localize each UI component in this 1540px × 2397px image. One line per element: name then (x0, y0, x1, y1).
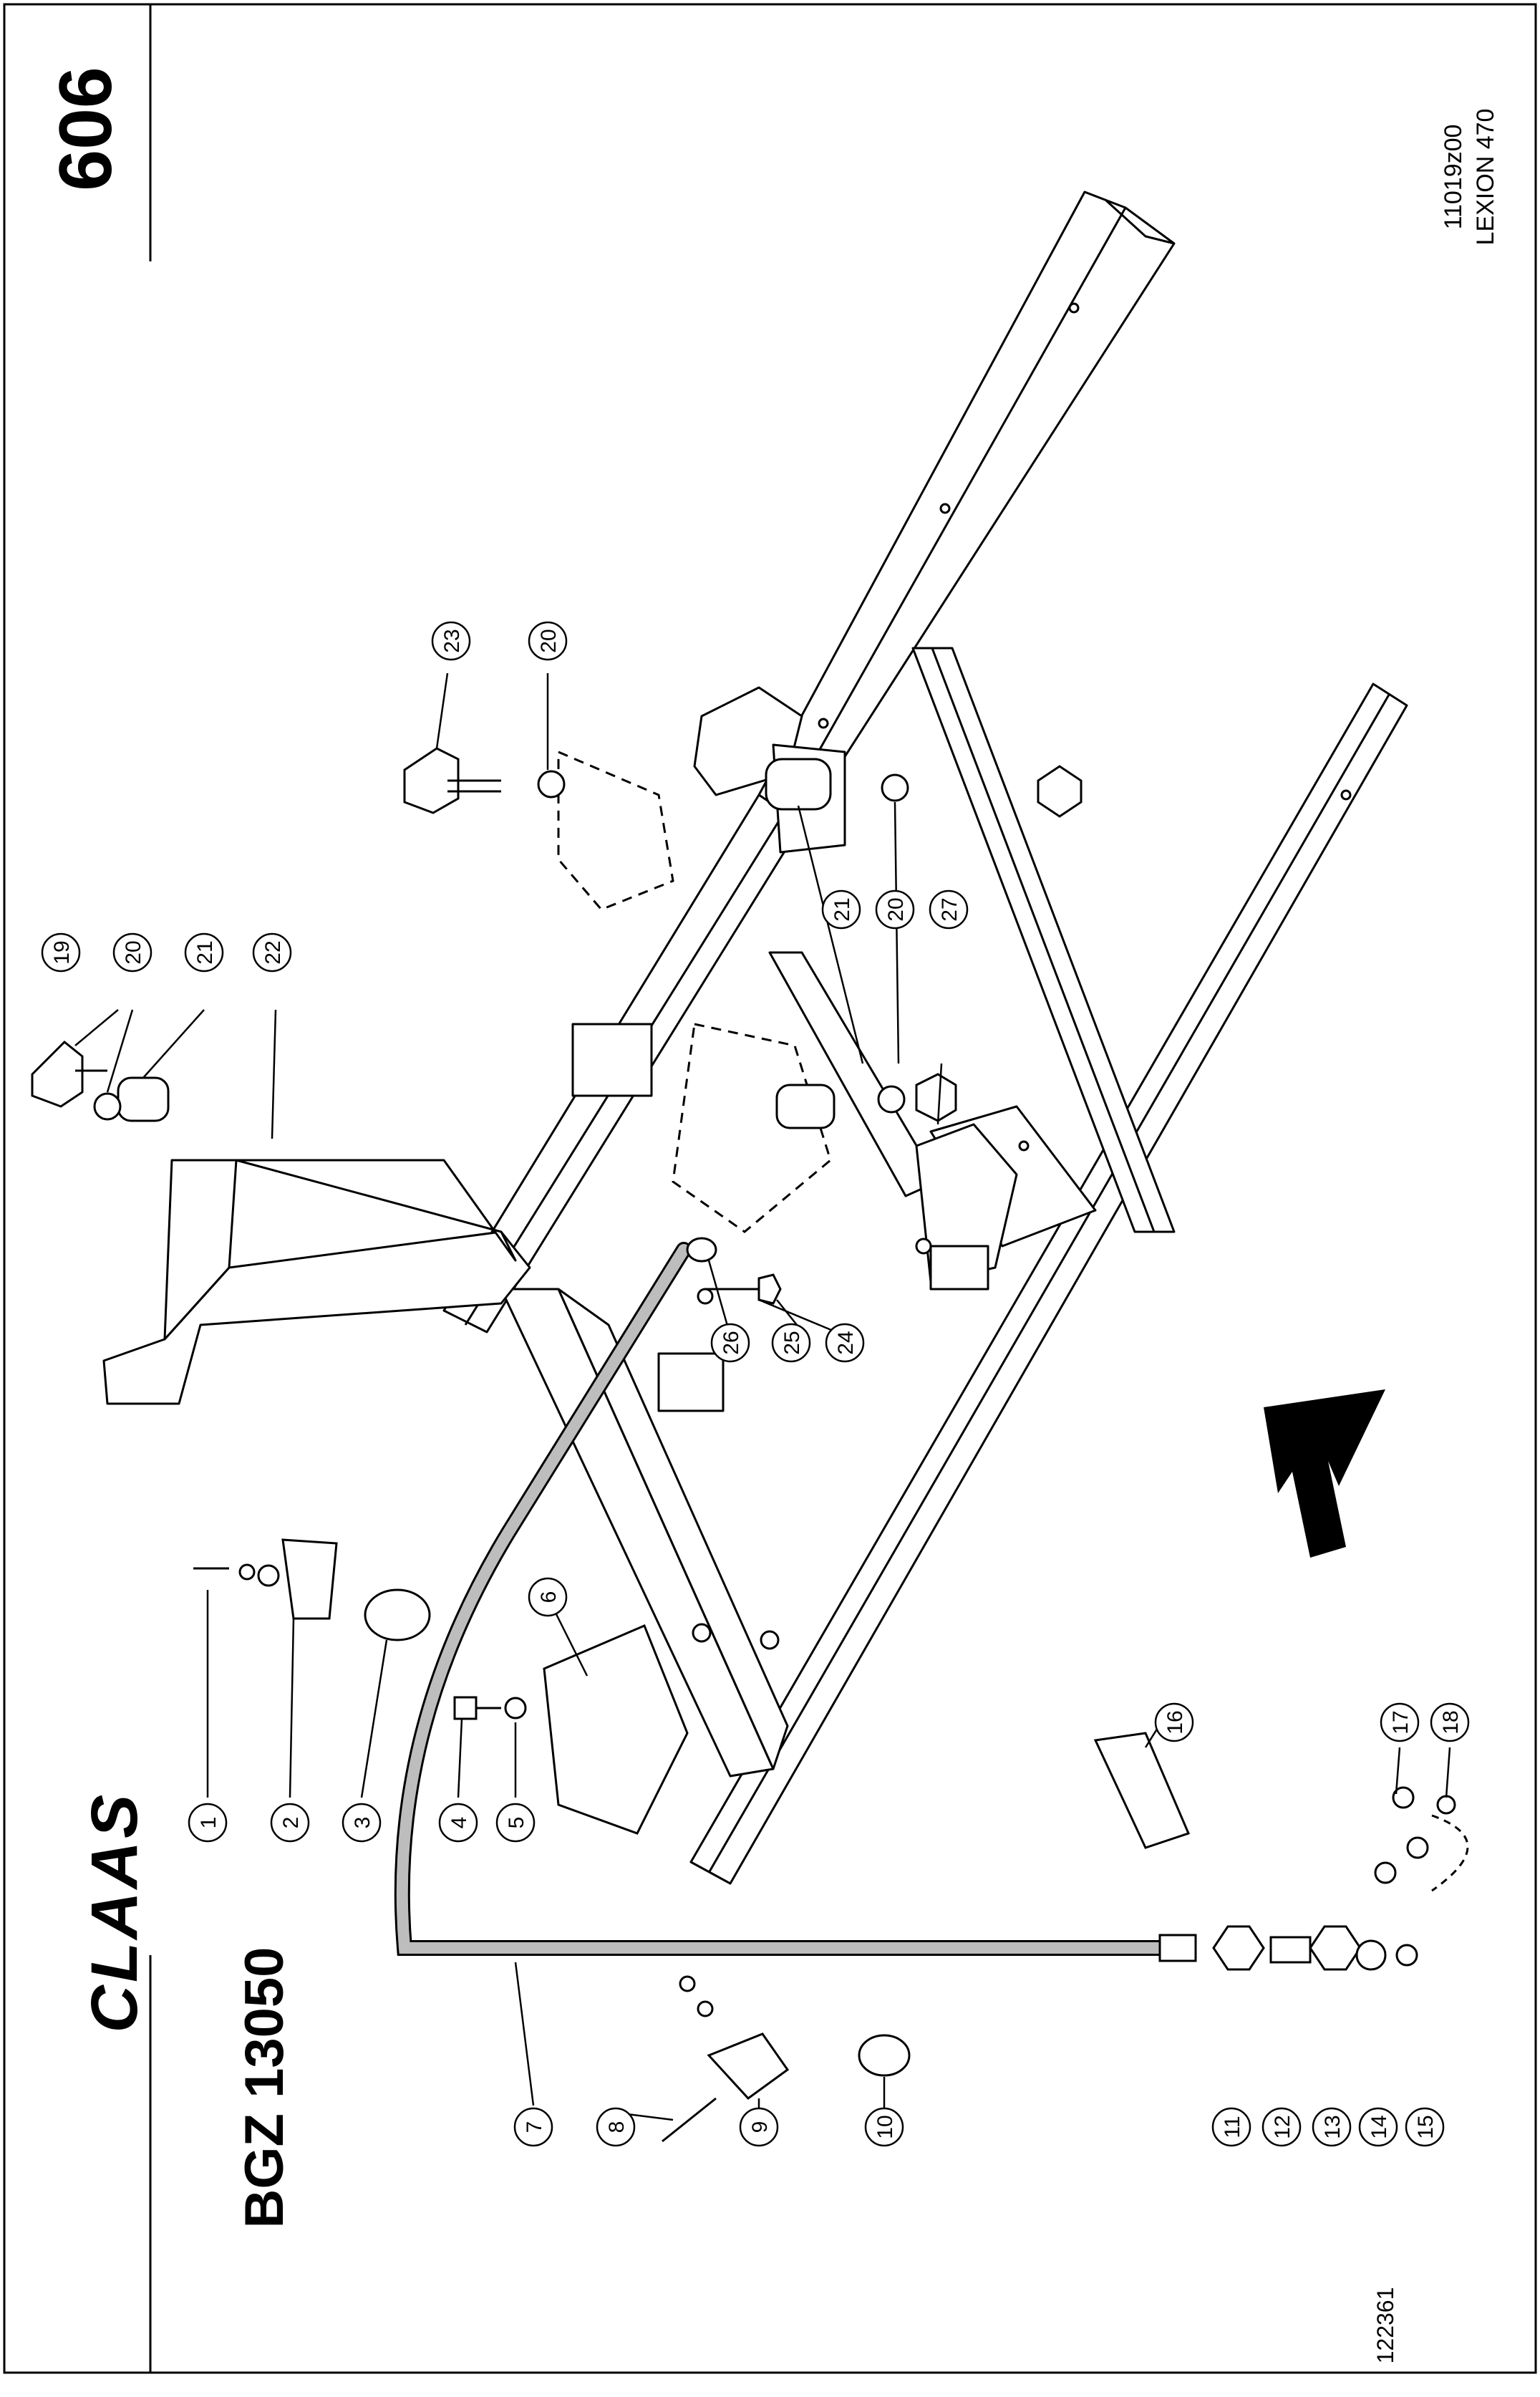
callout-22: 22 (252, 932, 292, 973)
svg-text:14: 14 (1367, 2115, 1391, 2138)
svg-text:3: 3 (351, 1817, 374, 1829)
svg-text:27: 27 (938, 897, 962, 921)
svg-text:8: 8 (605, 2121, 629, 2133)
callout-16: 16 (1154, 1702, 1194, 1742)
callout-20c: 20 (875, 889, 915, 930)
model-name: LEXION 470 (1472, 108, 1499, 246)
svg-text:12: 12 (1271, 2115, 1294, 2138)
oring-link (1431, 1814, 1469, 1892)
callout-26: 26 (710, 1323, 750, 1363)
svg-text:24: 24 (834, 1331, 858, 1354)
svg-text:25: 25 (780, 1331, 804, 1354)
callout-5: 5 (495, 1803, 536, 1843)
svg-text:6: 6 (537, 1591, 561, 1603)
callouts: 1 2 3 4 5 6 7 8 9 10 11 12 13 14 15 16 1… (41, 621, 1470, 2147)
callout-19: 19 (41, 932, 81, 973)
svg-text:26: 26 (720, 1331, 743, 1354)
callout-11: 11 (1211, 2107, 1251, 2147)
callout-8: 8 (596, 2107, 636, 2147)
svg-text:21: 21 (830, 897, 854, 921)
leader-lines (74, 672, 1451, 2121)
svg-text:4: 4 (447, 1817, 471, 1829)
svg-text:1: 1 (197, 1817, 221, 1829)
svg-text:13: 13 (1321, 2115, 1345, 2138)
hidden-parts (557, 750, 832, 1233)
svg-text:17: 17 (1389, 1710, 1413, 1734)
callout-21b: 21 (821, 889, 861, 930)
callout-10: 10 (864, 2107, 904, 2147)
svg-text:7: 7 (523, 2121, 546, 2133)
illustration-code: 11019z00 (1440, 124, 1467, 230)
callout-14: 14 (1358, 2107, 1398, 2147)
callout-21a: 21 (184, 932, 224, 973)
callout-15: 15 (1405, 2107, 1445, 2147)
callout-4: 4 (438, 1803, 478, 1843)
callout-20b: 20 (528, 621, 568, 661)
callout-25: 25 (771, 1323, 811, 1363)
callout-6: 6 (528, 1577, 568, 1617)
direction-arrow (1264, 1389, 1385, 1558)
svg-text:22: 22 (261, 940, 285, 964)
svg-text:20: 20 (884, 897, 908, 921)
group-code: BGZ 13050 (234, 1947, 295, 2229)
callout-20a: 20 (112, 932, 152, 973)
svg-text:18: 18 (1439, 1710, 1463, 1734)
svg-text:5: 5 (505, 1817, 528, 1829)
svg-text:15: 15 (1414, 2115, 1438, 2138)
callout-23: 23 (431, 621, 471, 661)
svg-text:2: 2 (279, 1817, 303, 1829)
callout-18: 18 (1430, 1702, 1470, 1742)
callout-3: 3 (342, 1803, 382, 1843)
svg-text:10: 10 (873, 2115, 897, 2138)
callout-17: 17 (1380, 1702, 1420, 1742)
frame-assembly (102, 190, 1408, 1885)
callout-27: 27 (929, 889, 969, 930)
page-frame (3, 3, 1537, 2374)
svg-text:11: 11 (1221, 2116, 1244, 2138)
callout-2: 2 (270, 1803, 310, 1843)
svg-text:9: 9 (748, 2121, 772, 2133)
page-number: 606 (44, 67, 127, 191)
svg-text:20: 20 (122, 940, 145, 964)
svg-text:20: 20 (537, 629, 561, 652)
svg-text:19: 19 (50, 940, 74, 964)
callout-13: 13 (1312, 2107, 1352, 2147)
svg-text:16: 16 (1163, 1710, 1187, 1734)
svg-text:23: 23 (440, 629, 464, 652)
callout-24: 24 (825, 1323, 865, 1363)
svg-text:21: 21 (193, 940, 217, 964)
callout-1: 1 (188, 1803, 228, 1843)
callout-7: 7 (513, 2107, 553, 2147)
callout-12: 12 (1261, 2107, 1302, 2147)
loose-parts (31, 747, 1456, 2143)
claas-logo: CLAAS (78, 1791, 151, 2033)
callout-9: 9 (739, 2107, 779, 2147)
drawing-number: 122361 (1372, 2287, 1398, 2364)
